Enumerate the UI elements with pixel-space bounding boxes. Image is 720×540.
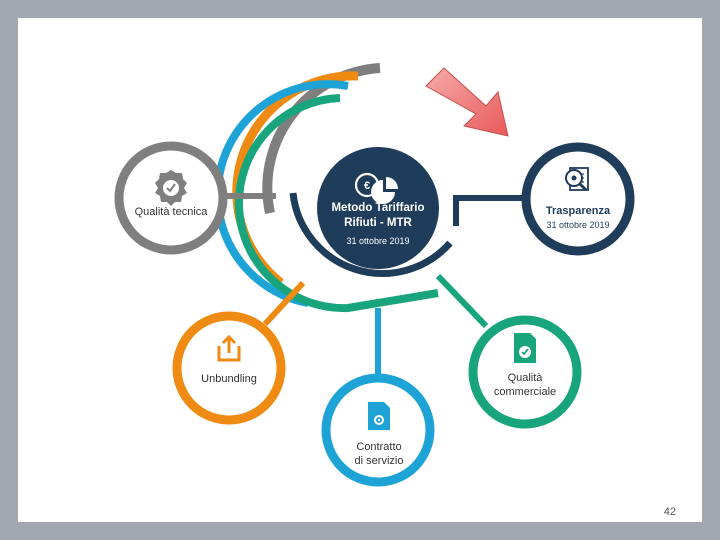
- connector-qualita-commerciale: [435, 273, 489, 329]
- svg-text:€: €: [364, 180, 370, 192]
- trasparenza-date: 31 ottobre 2019: [546, 220, 610, 230]
- label-qualita-commerciale: Qualità commerciale: [494, 371, 556, 399]
- node-trasparenza-ring: [521, 142, 635, 256]
- label-contratto-line1: Contratto: [356, 441, 402, 453]
- connector-unbundling: [262, 280, 306, 327]
- label-qualita-commerciale-line1: Qualità: [507, 372, 543, 384]
- page-number: 42: [663, 506, 676, 518]
- label-contratto: Contratto di servizio: [355, 440, 404, 468]
- center-circle: [317, 147, 439, 269]
- node-qualita-commerciale-ring: [468, 315, 582, 429]
- node-unbundling-ring: [172, 311, 286, 425]
- upload-icon: [217, 334, 241, 362]
- center-title-line1: Metodo Tariffario: [331, 202, 425, 214]
- document-check-icon: [514, 333, 536, 363]
- diagram-svg: €: [114, 63, 635, 487]
- arc-navy: [289, 192, 453, 277]
- label-qualita-tecnica: Qualità tecnica: [134, 206, 208, 218]
- arc-green: [234, 94, 439, 313]
- label-contratto-line2: di servizio: [354, 455, 404, 467]
- document-gear-icon: [368, 402, 390, 430]
- label-qualita-commerciale-line2: commerciale: [493, 386, 557, 398]
- magnifier-document-icon: [565, 167, 589, 192]
- connector-trasparenza: [453, 195, 523, 226]
- center-title: Metodo Tariffario Rifiuti - MTR: [331, 201, 424, 231]
- red-arrow: [425, 67, 509, 137]
- euro-pie-icon: €: [354, 172, 398, 204]
- label-trasparenza: Trasparenza: [545, 205, 611, 217]
- center-title-line2: Rifiuti - MTR: [344, 217, 412, 229]
- center-date: 31 ottobre 2019: [346, 236, 410, 246]
- slide: €: [18, 18, 702, 522]
- label-unbundling: Unbundling: [201, 373, 257, 385]
- gear-badge-icon: [155, 170, 187, 206]
